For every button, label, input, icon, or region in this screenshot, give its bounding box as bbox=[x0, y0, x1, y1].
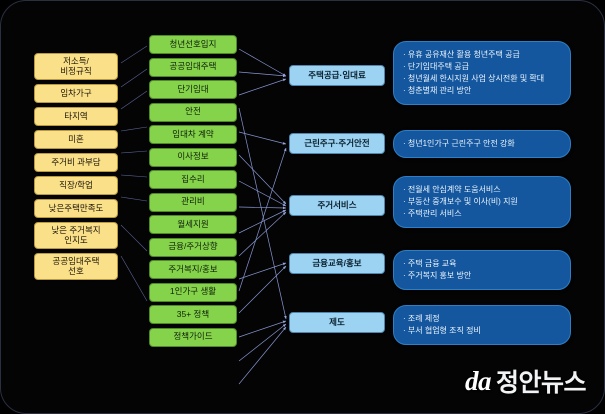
cause-label: 타지역 bbox=[64, 110, 88, 121]
cause-node[interactable]: 임차가구 bbox=[34, 84, 118, 103]
theme-label: 근린주구·주거안전 bbox=[304, 137, 370, 148]
cause-node[interactable]: 직장/학업 bbox=[34, 176, 118, 195]
action-bullet: 부서 협업형 조직 정비 bbox=[403, 325, 561, 337]
theme-label: 주거서비스 bbox=[317, 199, 357, 210]
action-card[interactable]: 전월세 안심계약 도움서비스 부동산 중개보수 및 이사(비) 지원 주택관리 … bbox=[393, 176, 571, 228]
need-node[interactable]: 35+ 정책 bbox=[149, 305, 237, 324]
need-node[interactable]: 공공임대주택 bbox=[149, 57, 237, 77]
need-label: 월세지원 bbox=[177, 218, 209, 229]
need-node[interactable]: 안전 bbox=[149, 102, 237, 122]
need-node[interactable]: 주거복지/홍보 bbox=[149, 260, 237, 279]
action-card[interactable]: 청년1인가구 근린주구 안전 강화 bbox=[393, 130, 571, 158]
cause-label-line: 낮은 주거복지 bbox=[51, 224, 101, 235]
theme-label: 금융교육/홍보 bbox=[312, 257, 362, 268]
need-node[interactable]: 정책가이드 bbox=[149, 327, 237, 347]
theme-label: 주택공급·임대료 bbox=[308, 69, 366, 80]
need-node[interactable]: 금융/주거상향 bbox=[149, 237, 237, 257]
cause-label: 직장/학업 bbox=[59, 179, 93, 190]
need-label: 1인가구 생활 bbox=[169, 286, 217, 297]
need-label: 단기임대 bbox=[177, 83, 209, 94]
cause-node[interactable]: 저소득/비정규직 bbox=[34, 53, 118, 80]
need-label: 정책가이드 bbox=[173, 331, 213, 342]
cause-label: 낮은주택만족도 bbox=[48, 202, 104, 213]
need-label: 집수리 bbox=[181, 173, 205, 184]
need-node[interactable]: 단기임대 bbox=[149, 80, 237, 99]
theme-node[interactable]: 주거서비스 bbox=[289, 195, 385, 216]
action-bullet: 청춘별채 관리 방안 bbox=[403, 85, 561, 97]
action-bullet: 주택관리 서비스 bbox=[403, 208, 561, 220]
need-label: 주거복지/홍보 bbox=[168, 263, 218, 274]
need-label: 공공임대주택 bbox=[169, 61, 217, 72]
theme-label: 제도 bbox=[329, 316, 345, 327]
theme-node[interactable]: 금융교육/홍보 bbox=[289, 253, 385, 274]
cause-label: 임차가구 bbox=[60, 87, 92, 98]
action-bullet: 조례 제정 bbox=[403, 313, 561, 325]
watermark: da 정안뉴스 bbox=[464, 363, 587, 399]
cause-node[interactable]: 타지역 bbox=[34, 107, 118, 126]
need-label: 청년선호입지 bbox=[169, 38, 217, 49]
watermark-logo-icon: da bbox=[464, 365, 492, 396]
action-bullet: 주거복지 홍보 방안 bbox=[403, 270, 561, 282]
cause-label: 미혼 bbox=[68, 133, 84, 144]
need-node[interactable]: 임대차 계약 bbox=[149, 125, 237, 144]
cause-label-line: 선호 bbox=[68, 265, 84, 276]
need-node[interactable]: 이사정보 bbox=[149, 147, 237, 167]
causes-column: 저소득/비정규직 임차가구 타지역 미혼 주거비 과부담 직장/학업 낮은주택만… bbox=[34, 53, 118, 280]
need-label: 임대차 계약 bbox=[172, 128, 214, 139]
need-label: 이사정보 bbox=[177, 151, 209, 162]
action-card[interactable]: 유휴 공유재산 활용 청년주택 공급 단기임대주택 공급 청년월세 한시지원 사… bbox=[393, 41, 571, 105]
need-label: 35+ 정책 bbox=[176, 308, 210, 319]
action-bullet: 단기임대주택 공급 bbox=[403, 61, 561, 73]
cause-label-line: 저소득/ bbox=[63, 55, 89, 66]
need-node[interactable]: 집수리 bbox=[149, 170, 237, 189]
cause-label-line: 비정규직 bbox=[60, 65, 92, 76]
theme-node[interactable]: 주택공급·임대료 bbox=[289, 65, 385, 86]
cause-label-line: 공공임대주택 bbox=[52, 255, 100, 266]
cause-node[interactable]: 주거비 과부담 bbox=[34, 153, 118, 172]
need-node[interactable]: 월세지원 bbox=[149, 215, 237, 234]
cause-node[interactable]: 미혼 bbox=[34, 130, 118, 149]
need-node[interactable]: 관리비 bbox=[149, 192, 237, 212]
need-label: 안전 bbox=[185, 106, 201, 117]
theme-node[interactable]: 제도 bbox=[289, 312, 385, 333]
needs-column: 청년선호입지 공공임대주택 단기임대 안전 임대차 계약 이사정보 집수리 관리… bbox=[149, 35, 237, 347]
cause-label-line: 인지도 bbox=[64, 234, 88, 245]
watermark-text: 정안뉴스 bbox=[495, 369, 587, 397]
need-node[interactable]: 청년선호입지 bbox=[149, 35, 237, 54]
need-label: 관리비 bbox=[181, 196, 205, 207]
need-label: 금융/주거상향 bbox=[168, 241, 218, 252]
need-node[interactable]: 1인가구 생활 bbox=[149, 282, 237, 302]
action-bullet: 주택 금융 교육 bbox=[403, 258, 561, 270]
action-bullet: 전월세 안심계약 도움서비스 bbox=[403, 184, 561, 196]
cause-label: 주거비 과부담 bbox=[51, 156, 101, 167]
action-card[interactable]: 조례 제정 부서 협업형 조직 정비 bbox=[393, 305, 571, 345]
cause-node[interactable]: 낮은주택만족도 bbox=[34, 199, 118, 218]
action-bullet: 유휴 공유재산 활용 청년주택 공급 bbox=[403, 49, 561, 61]
action-bullet: 청년1인가구 근린주구 안전 강화 bbox=[403, 138, 561, 150]
action-bullet: 부동산 중개보수 및 이사(비) 지원 bbox=[403, 196, 561, 208]
theme-node[interactable]: 근린주구·주거안전 bbox=[289, 133, 385, 154]
action-card[interactable]: 주택 금융 교육 주거복지 홍보 방안 bbox=[393, 250, 571, 290]
action-bullet: 청년월세 한시지원 사업 상시전환 및 확대 bbox=[403, 73, 561, 85]
